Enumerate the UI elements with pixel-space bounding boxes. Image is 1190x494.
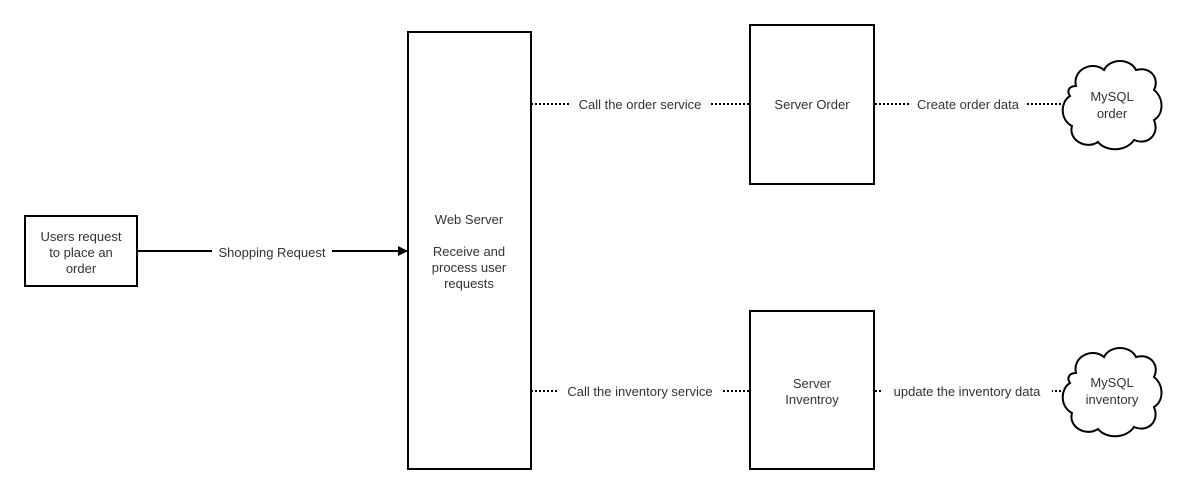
edge-call-inventory: Call the inventory service [531,382,749,400]
web-server-box [407,31,532,470]
users-request-box [24,215,138,287]
edge-update-inventory: update the inventory data [875,382,1064,400]
edge-create-order: Create order data [875,95,1066,113]
mysql-order-cloud-icon [1061,60,1163,151]
mysql-inventory-node: MySQL inventory [1061,347,1163,438]
create-order-label: Create order data [917,97,1020,112]
server-inventory-line-1: Server [793,376,832,391]
users-request-line-2: to place an [49,245,113,260]
server-order-label: Server Order [774,97,850,112]
web-server-node: Web Server Receive and process user requ… [407,31,532,470]
call-inventory-label: Call the inventory service [567,384,712,399]
users-request-line-1: Users request [41,229,122,244]
edge-call-order: Call the order service [531,95,749,113]
call-order-label: Call the order service [579,97,702,112]
edge-label-bg [570,95,710,113]
server-inventory-node: Server Inventroy [749,310,875,470]
web-server-line-1: Receive and [433,244,505,259]
mysql-inventory-line-2: inventory [1086,392,1139,407]
mysql-inventory-cloud-icon [1061,347,1163,438]
mysql-order-node: MySQL order [1061,60,1163,151]
server-inventory-box [749,310,875,470]
edge-label-bg [882,382,1052,400]
server-order-node: Server Order [749,24,875,185]
update-inventory-label: update the inventory data [894,384,1041,399]
users-request-line-3: order [66,261,97,276]
mysql-order-line-2: order [1097,106,1128,121]
mysql-order-line-1: MySQL [1090,89,1133,104]
server-order-box [749,24,875,185]
edge-shopping-request: Shopping Request [137,243,408,261]
mysql-inventory-line-1: MySQL [1090,375,1133,390]
edge-label-bg [557,382,723,400]
users-request-node: Users request to place an order [24,215,138,287]
server-inventory-line-2: Inventroy [785,392,839,407]
web-server-line-2: process user [432,260,507,275]
shopping-request-label: Shopping Request [219,245,326,260]
edge-label-bg [212,243,332,261]
edge-label-bg [910,95,1026,113]
web-server-line-3: requests [444,276,494,291]
web-server-title: Web Server [435,212,504,227]
